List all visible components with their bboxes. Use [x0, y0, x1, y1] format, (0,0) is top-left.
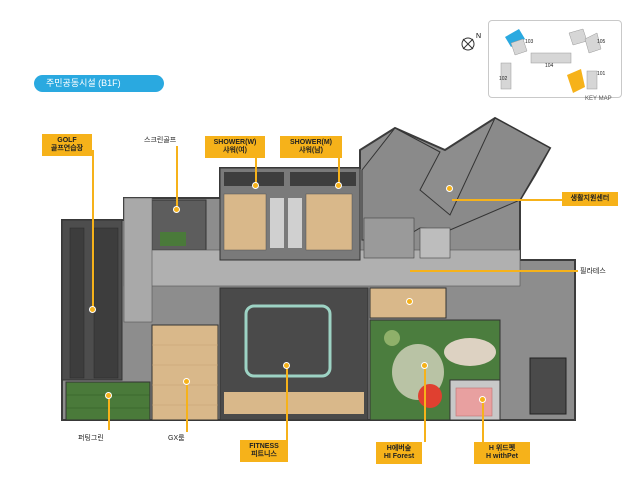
withpet-label: H 위드펫 H withPet — [474, 442, 530, 464]
shower-m-leader-line — [338, 158, 340, 186]
pilates-leader-line — [410, 270, 578, 272]
key-map-label: KEY MAP — [585, 96, 612, 102]
shower-w-marker — [252, 182, 259, 189]
life-center-label: 생활지원센터 — [562, 192, 618, 206]
golf-label-en: GOLF — [57, 137, 77, 144]
shower-w-label: SHOWER(W) 샤워(여) — [205, 136, 265, 158]
golf-label: GOLF 골프연습장 — [42, 134, 92, 156]
withpet-marker — [479, 396, 486, 403]
forest-marker — [421, 362, 428, 369]
section-title-pill: 주민공동시설 (B1F) — [34, 75, 164, 92]
screen-golf-leader-line — [176, 146, 178, 210]
pilates-marker — [406, 298, 413, 305]
forest-leader-line — [424, 366, 426, 442]
life-center-area — [361, 117, 551, 241]
golf-label-ko: 골프연습장 — [50, 145, 84, 152]
shower-w-label-en: SHOWER(W) — [213, 139, 257, 146]
keymap-building-103: 103 — [525, 39, 534, 45]
shower-m-room — [305, 193, 353, 251]
keymap-building-104: 104 — [545, 63, 554, 69]
withpet-label-ko: H 위드펫 — [488, 445, 516, 452]
forest-label-ko: H에버숲 — [386, 445, 412, 452]
corridor — [123, 249, 521, 287]
screen-golf-marker — [173, 206, 180, 213]
golf-marker — [89, 306, 96, 313]
withpet-label-en: H withPet — [486, 453, 518, 460]
shower-m-marker — [335, 182, 342, 189]
shower-m-label-en: SHOWER(M) — [290, 139, 332, 146]
shower-m-label-ko: 샤워(남) — [299, 147, 323, 154]
pilates-label: 필라테스 — [580, 268, 606, 275]
shower-w-label-ko: 샤워(여) — [223, 147, 247, 154]
gx-room-area — [151, 324, 219, 421]
forest-area — [369, 319, 501, 421]
keymap-building-105: 105 — [597, 39, 606, 45]
section-title: 주민공동시설 (B1F) — [46, 78, 121, 88]
fitness-marker — [283, 362, 290, 369]
key-map: 103 105 104 102 101 — [488, 20, 622, 98]
forest-label-en: HI Forest — [383, 453, 415, 460]
putting-marker — [105, 392, 112, 399]
gx-marker — [183, 378, 190, 385]
life-center-leader-line — [452, 199, 562, 201]
key-map-drawing — [500, 28, 602, 93]
svg-text:N: N — [476, 33, 481, 40]
fitness-label-ko: 피트니스 — [251, 451, 277, 458]
shower-m-label: SHOWER(M) 샤워(남) — [280, 136, 342, 158]
fitness-label-en: FITNESS — [249, 443, 279, 450]
gx-room-label: GX룸 — [168, 435, 185, 442]
life-center-marker — [446, 185, 453, 192]
floor-outline — [61, 116, 576, 421]
putting-leader-line — [108, 398, 110, 430]
withpet-leader-line — [482, 400, 484, 442]
keymap-building-102: 102 — [499, 76, 508, 82]
screen-golf-label: 스크린골프 — [144, 137, 177, 144]
fitness-label: FITNESS 피트니스 — [240, 440, 288, 462]
golf-leader-line — [92, 150, 94, 310]
putting-green-label: 퍼팅그린 — [78, 435, 104, 442]
shower-w-room — [223, 193, 267, 251]
keymap-building-101: 101 — [597, 71, 606, 77]
withpet-area — [449, 379, 501, 421]
forest-label: H에버숲 HI Forest — [376, 442, 422, 464]
fitness-leader-line — [286, 366, 288, 440]
compass-icon: N — [461, 33, 481, 51]
life-center-label-text: 생활지원센터 — [570, 195, 610, 202]
fitness-area — [219, 287, 369, 421]
shower-w-leader-line — [255, 158, 257, 186]
gx-leader-line — [186, 382, 188, 432]
